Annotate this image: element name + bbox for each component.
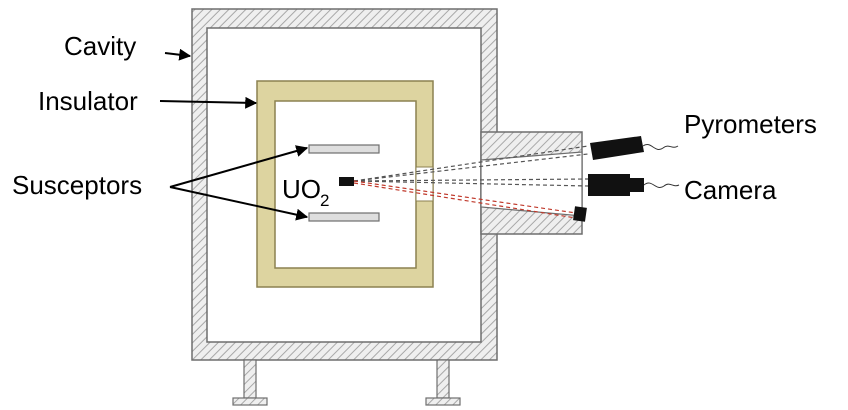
measurement-beams [353, 145, 589, 219]
camera-device [588, 174, 680, 196]
cavity-label: Cavity [64, 31, 136, 61]
susceptors-label: Susceptors [12, 170, 142, 200]
label-arrows [159, 48, 309, 221]
insulator-box [256, 80, 434, 288]
viewing-port [480, 131, 583, 235]
uo2-sample [339, 177, 354, 186]
insulator-label: Insulator [38, 86, 138, 116]
pyrometers-label: Pyrometers [684, 109, 817, 139]
cavity-feet [232, 359, 461, 406]
cavity-wall [191, 8, 498, 361]
susceptor-top [308, 144, 380, 154]
camera-label: Camera [684, 175, 777, 205]
sensor-device [573, 206, 587, 222]
susceptor-bottom [308, 212, 380, 222]
uo2-label: UO [282, 174, 321, 204]
uo2-subscript: 2 [320, 191, 329, 210]
pyrometer-devices [590, 136, 679, 160]
